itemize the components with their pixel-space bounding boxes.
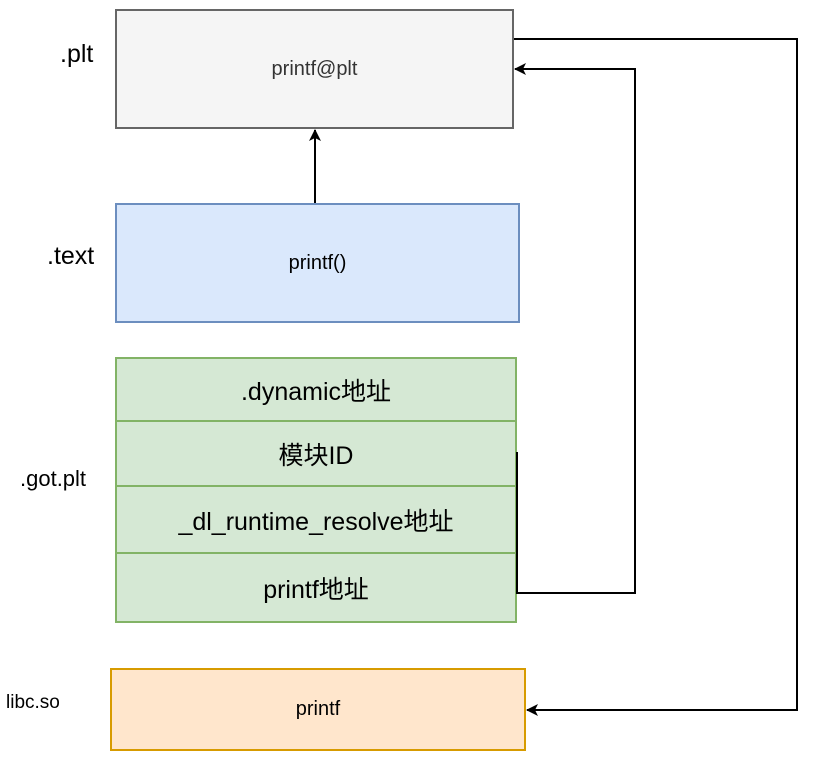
printf-call-label: printf() (288, 251, 347, 274)
section-label-plt: .plt (60, 40, 94, 68)
section-label-text: .text (47, 242, 95, 270)
arrow-plt-to-libc (514, 38, 798, 716)
got-entry-module-id: 模块ID (115, 420, 517, 487)
got-entry-module-id-label: 模块ID (278, 441, 354, 470)
printf-plt-label: printf@plt (271, 57, 358, 80)
got-entry-dynamic: .dynamic地址 (115, 357, 517, 422)
got-entry-dl-runtime-resolve-label: _dl_runtime_resolve地址 (178, 507, 454, 536)
libc-printf-box: printf (110, 668, 526, 751)
got-entry-printf: printf地址 (115, 552, 517, 623)
libc-printf-label: printf (295, 698, 341, 720)
arrow-got-printf-to-plt (514, 63, 636, 594)
got-entry-printf-label: printf地址 (263, 575, 369, 604)
section-label-got-plt: .got.plt (20, 466, 87, 491)
printf-call-box: printf() (115, 203, 520, 323)
printf-plt-box: printf@plt (115, 9, 514, 129)
got-entry-dynamic-label: .dynamic地址 (240, 377, 392, 406)
section-label-libc: libc.so (6, 692, 60, 713)
